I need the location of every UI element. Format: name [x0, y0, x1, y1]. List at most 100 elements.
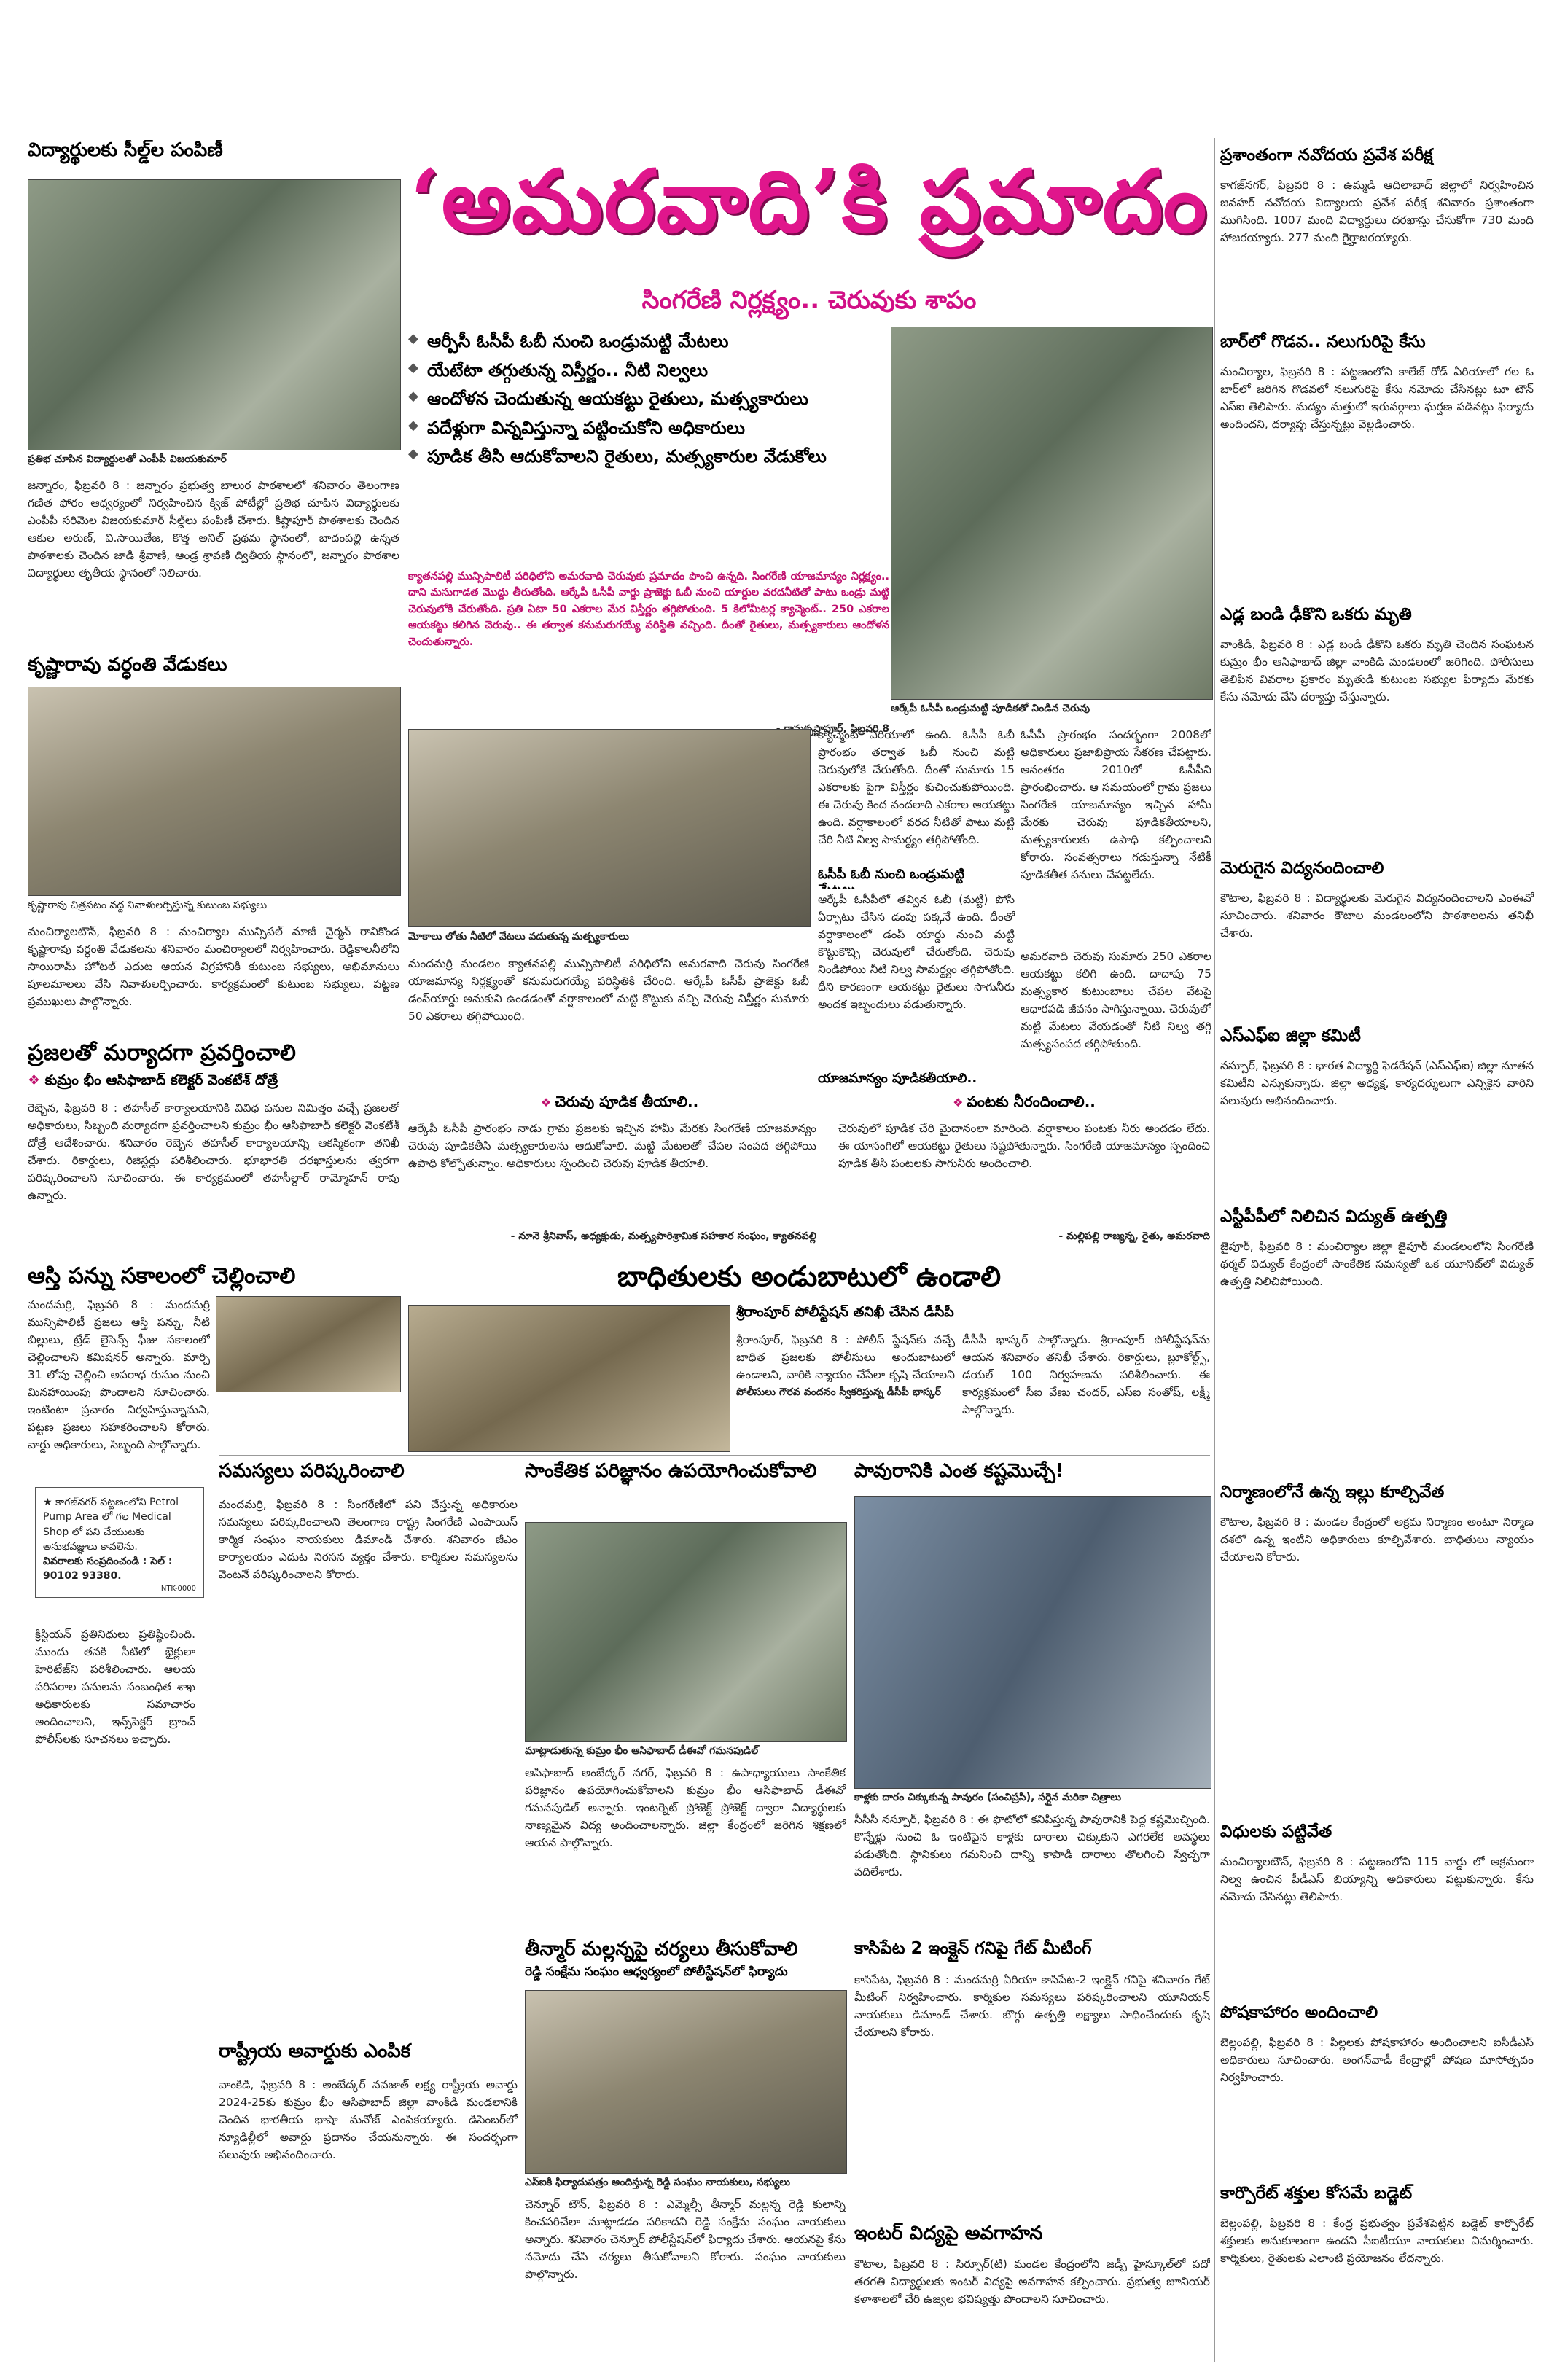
center-sub-1: ఓసీపీ ఓబీ నుంచి ఒండ్రుమట్టి మేటలు..: [818, 867, 964, 889]
col3-caption: కాళ్లకు దారం చిక్కుకున్న పావురం (సంచిప్ర…: [854, 1792, 1122, 1803]
classified-ad-body: కాగజ్‌నగర్ పట్టణంలోని Petrol Pump Area ల…: [43, 1497, 179, 1553]
dcp-story-sub: శ్రీరాంపూర్ పోలీస్టేషన్ తనిఖీ చేసిన డీసీ…: [736, 1305, 954, 1320]
left-story-3-body: రెబ్బెన, ఫిబ్రవరి 8 : తహసీల్ కార్యాలయాని…: [28, 1101, 399, 1203]
col2-head: సాంకేతిక పరిజ్ఞానం ఉపయోగించుకోవాలి: [525, 1461, 846, 1519]
right-head-6: ఎస్టీపీపీలో నిలిచిన విద్యుత్ ఉత్పత్తి: [1220, 1207, 1448, 1226]
left-story-3-head-text: ప్రజలతో మర్యాదగా ప్రవర్తించాలి: [28, 1041, 296, 1066]
star-icon: ★: [43, 1497, 52, 1508]
center-text-a: క్యాచ్మెంట్ ఏరియాలో ఉంది. ఓసీపీ ఓబీ ప్రా…: [818, 728, 1015, 847]
lead-bullet: యేటేటా తగ్గుతున్న విస్తీర్ణం.. నీటి నిల్…: [408, 359, 875, 383]
center-text-c: ఆర్కేపీ ఓసీపీలో తవ్విన ఓబీ (మట్టి) పోసి …: [818, 893, 1015, 1012]
lead-pink-box: క్యాతనపల్లి మున్సిపాలిటీ పరిధిలోని అమరవా…: [408, 569, 889, 722]
col2-photo: [525, 1522, 847, 1742]
col2b-caption: ఎస్ఐకి ఫిర్యాదుపత్రం అందిస్తున్న రెడ్డి …: [525, 2177, 790, 2188]
col3c-head: ఇంటర్ విద్యపై అవగాహన: [854, 2223, 1210, 2252]
center-sub-3: ❖ చెరువు పూడిక తీయాలి..: [408, 1093, 831, 1117]
left-story-2-head-text: కృష్ణారావు వర్ధంతి వేడుకలు: [28, 655, 227, 676]
right-head-5: ఎస్ఎఫ్ఐ జిల్లా కమిటీ: [1220, 1026, 1361, 1045]
col3-body: సీసీసీ నస్పూర్, ఫిబ్రవరి 8 : ఈ ఫొటోలో కన…: [854, 1813, 1210, 1879]
right-head-8: విధులకు పట్టివేత: [1220, 1822, 1332, 1841]
quote-1-photo: [408, 1130, 410, 1131]
right-body-10: బెల్లంపల్లి, ఫిబ్రవరి 8 : కేంద్ర ప్రభుత్…: [1220, 2217, 1534, 2266]
left-story-1: జన్నారం, ఫిబ్రవరి 8 : జన్నారం ప్రభుత్వ బ…: [28, 479, 399, 580]
left-story-3-sub: ❖ కుమ్రం భీం ఆసిఫాబాద్ కలెక్టర్ వెంకటేశ్…: [28, 1073, 399, 1095]
right-body-6: జైపూర్, ఫిబ్రవరి 8 : మంచిర్యాల జిల్లా జై…: [1220, 1240, 1534, 1289]
lead-bullets: ఆర్పీసీ ఓసీపీ ఓబీ నుంచి ఒండ్రుమట్టి మేటల…: [408, 329, 875, 570]
col2-head-text: సాంకేతిక పరిజ్ఞానం ఉపయోగించుకోవాలి: [525, 1461, 817, 1482]
lead-photo: [891, 327, 1213, 700]
right-body-9: బెల్లంపల్లి, ఫిబ్రవరి 8 : పిల్లలకు పోషకా…: [1220, 2036, 1534, 2085]
classified-ad-text: ★ కాగజ్‌నగర్ పట్టణంలోని Petrol Pump Area…: [43, 1495, 196, 1554]
left-top-headline: విద్యార్థులకు సీల్డ్‌ల పంపిణీ: [28, 140, 392, 176]
center-quote-2-by: - మల్లిపల్లి రాజ్యన్న, రైతు, అమరవాది: [1058, 1230, 1210, 1242]
masthead: ‘అమరవాది’కి ప్రమాదం: [408, 138, 1210, 284]
dcp-story-photo: [408, 1305, 730, 1452]
center-sub-2: యాజమాన్యం పూడికతీయాలి..: [818, 1072, 977, 1086]
right-head-3: ఎడ్ల బండి ఢీకొని ఒకరు మృతి: [1220, 605, 1412, 624]
right-body-2: మంచిర్యాల, ఫిబ్రవరి 8 : పట్టణంలోని కాలేజ…: [1220, 365, 1534, 432]
lead-bullet: ఆర్పీసీ ఓసీపీ ఓబీ నుంచి ఒండ్రుమట్టి మేటల…: [408, 329, 875, 354]
right-head-7: నిర్మాణంలోనే ఉన్న ఇల్లు కూల్చివేత: [1220, 1483, 1445, 1502]
bottom-left-head-2-text: రాష్ట్రీయ అవార్డుకు ఎంపిక: [219, 2041, 411, 2062]
center-photo-2-caption: మోకాలు లోతు నీటిలో వేటలు వదుతున్న మత్స్య…: [408, 931, 630, 943]
col3b-head-text: కాసిపేట 2 ఇంక్లైన్ గనిపై గేట్ మీటింగ్: [854, 1939, 1092, 1958]
col3-head: పావురానికి ఎంత కష్టమొచ్చే!: [854, 1461, 1210, 1493]
left-story-2-head: కృష్ణారావు వర్ధంతి వేడుకలు: [28, 655, 399, 684]
lead-bullet: పదేళ్లుగా విన్నవిస్తున్నా పట్టించుకోని అ…: [408, 416, 875, 441]
diamond-bullet-icon: ❖: [28, 1073, 41, 1088]
center-sub-4: ❖ పంటకు నీరందించాలి..: [838, 1093, 1210, 1117]
right-body-8: మంచిర్యాలటౌన్, ఫిబ్రవరి 8 : పట్టణంలోని 1…: [1220, 1855, 1534, 1904]
dcp-story-body-b: డీసీపీ భాస్కర్ పాల్గొన్నారు. శ్రీరాంపూర్…: [962, 1333, 1210, 1417]
left-story-3-sub-text: కుమ్రం భీం ఆసిఫాబాద్ కలెక్టర్ వెంకటేశ్ ద…: [44, 1073, 278, 1088]
lead-bullet: ఆందోళన చెందుతున్న ఆయకట్టు రైతులు, మత్స్య…: [408, 387, 875, 412]
left-story-3-head: ప్రజలతో మర్యాదగా ప్రవర్తించాలి: [28, 1041, 399, 1070]
right-head-1: ప్రశాంతంగా నవోదయ ప్రవేశ పరీక్ష: [1220, 146, 1433, 165]
right-body-4: కౌటాల, ఫిబ్రవరి 8 : విద్యార్థులకు మెరుగై…: [1220, 891, 1534, 940]
dcp-story-head-text: బాధితులకు అండుబాటులో ఉండాలి: [617, 1261, 1002, 1292]
col3b-head: కాసిపేట 2 ఇంక్లైన్ గనిపై గేట్ మీటింగ్: [854, 1939, 1210, 1968]
bottom-left-head-2: రాష్ట్రీయ అవార్డుకు ఎంపిక: [219, 2041, 518, 2073]
col2b-body: చెన్నూర్ టౌన్, ఫిబ్రవరి 8 : ఎమ్మెల్సీ తీ…: [525, 2198, 846, 2282]
right-body-5: నస్పూర్, ఫిబ్రవరి 8 : భారత విద్యార్థి ఫె…: [1220, 1059, 1534, 1108]
col3c-head-text: ఇంటర్ విద్యపై అవగాహన: [854, 2223, 1043, 2244]
bottom-left-head-1-text: సమస్యలు పరిష్కరించాలి: [219, 1461, 405, 1482]
left-photo-4: [216, 1296, 401, 1392]
col3-head-text: పావురానికి ఎంత కష్టమొచ్చే!: [854, 1461, 1064, 1482]
column-divider: [1214, 138, 1215, 2362]
bottom-left-body-1: మందమర్రి, ఫిబ్రవరి 8 : సింగరేణిలో పని చే…: [219, 1498, 518, 1582]
lead-bullet: పూడిక తీసి ఆదుకోవాలని రైతులు, మత్స్యకారు…: [408, 445, 875, 469]
col2-caption: మాట్లాడుతున్న కుమ్రం భీం ఆసిఫాబాద్ డీఈవో…: [525, 1745, 759, 1757]
classified-ad: ★ కాగజ్‌నగర్ పట్టణంలోని Petrol Pump Area…: [35, 1487, 204, 1598]
center-photo-2: [408, 729, 811, 927]
diamond-bullet-icon: ❖: [540, 1096, 555, 1109]
left-story-4-head: ఆస్తి పన్ను సకాలంలో చెల్లించాలి: [28, 1264, 399, 1293]
dcp-story-photo-caption: పోలీసులు గౌరవ వందనం స్వీకరిస్తున్న డీసీప…: [736, 1386, 941, 1398]
col2b-head-text: తీన్మార్ మల్లన్నపై చర్యలు తీసుకోవాలి: [525, 1939, 798, 1960]
col3-photo: [854, 1496, 1211, 1789]
masthead-subtitle-text: సింగరేణి నిర్లక్ష్యం.. చెరువుకు శాపం: [641, 286, 977, 315]
center-text-d: మందమర్రి మండలం క్యాతనపల్లి మున్సిపాలిటీ …: [408, 957, 809, 1023]
right-head-9: పోషకాహారం అందించాలి: [1220, 2003, 1378, 2022]
left-photo-2: [28, 687, 401, 896]
col2-body: ఆసిఫాబాద్ అంబేద్కర్ నగర్, ఫిబ్రవరి 8 : ఉ…: [525, 1766, 846, 1850]
lead-pink-text: క్యాతనపల్లి మున్సిపాలిటీ పరిధిలోని అమరవా…: [408, 571, 889, 648]
right-body-1: కాగజ్‌నగర్, ఫిబ్రవరి 8 : ఉమ్మడి ఆదిలాబాద…: [1220, 179, 1534, 245]
masthead-title: ‘అమరవాది’కి ప్రమాదం: [410, 150, 1209, 251]
center-text-b: ఓసీపీ ప్రారంభం సందర్భంగా 2008లో అధికారుల…: [1021, 728, 1211, 882]
classified-ad-contact: వివరాలకు సంప్రదించండి : సెల్ : 90102 933…: [43, 1556, 173, 1583]
center-sub-3-text: చెరువు పూడిక తీయాలి..: [555, 1093, 699, 1110]
col2b-sub: రెడ్డి సంక్షేమ సంఘం ఆధ్వర్యంలో పోలీస్టేష…: [525, 1965, 788, 1979]
diamond-bullet-icon: ❖: [953, 1096, 967, 1109]
dcp-story-body-a: శ్రీరాంపూర్, ఫిబ్రవరి 8 : పోలీస్ స్టేషన్…: [736, 1333, 955, 1382]
right-body-7: కౌటాల, ఫిబ్రవరి 8 : మండల కేంద్రంలో అక్రమ…: [1220, 1515, 1534, 1564]
bottom-left-body-2: వాంకిడి, ఫిబ్రవరి 8 : అంబేద్కర్ నవజాత్ ల…: [219, 2078, 518, 2162]
left-story-2-body: మంచిర్యాలటౌన్, ఫిబ్రవరి 8 : మంచిర్యాల ము…: [28, 925, 399, 1009]
right-head-10: కార్పొరేట్ శక్తుల కోసమే బడ్జెట్: [1220, 2184, 1413, 2203]
right-head-2: బార్‌లో గొడవ.. నలుగురిపై కేసు: [1220, 332, 1426, 351]
left-story-4-body: మందమర్రి, ఫిబ్రవరి 8 : మందమర్రి మున్సిపా…: [28, 1298, 210, 1452]
left-top-headline-text: విద్యార్థులకు సీల్డ్‌ల పంపిణీ: [28, 140, 223, 161]
col3c-body: కౌటాల, ఫిబ్రవరి 8 : సిర్పూర్(టి) మండల కే…: [854, 2258, 1210, 2306]
left-story-4-head-text: ఆస్తి పన్ను సకాలంలో చెల్లించాలి: [28, 1264, 296, 1289]
center-quote-1: ఆర్కేపీ ఓసీపీ ప్రారంభం నాడు గ్రామ ప్రజలక…: [408, 1122, 816, 1171]
left-photo-2-caption: కృష్ణారావు చిత్రపటం వద్ద నివాళులర్పిస్తు…: [28, 900, 268, 911]
